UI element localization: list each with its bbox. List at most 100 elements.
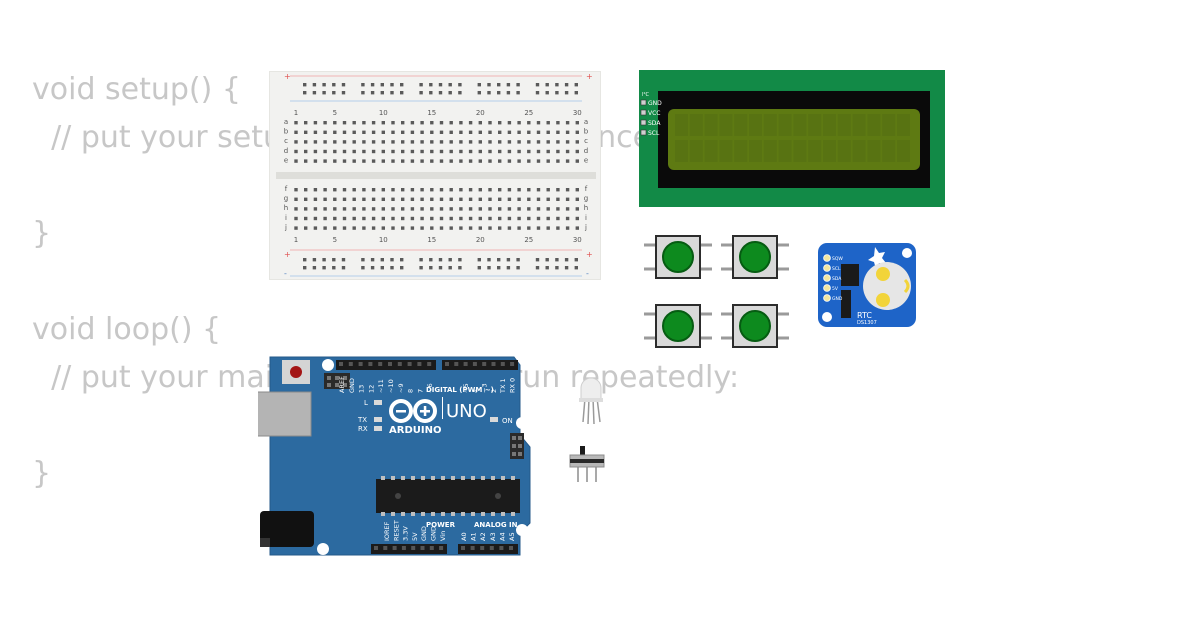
led-graphic xyxy=(579,377,603,425)
push-button-4[interactable] xyxy=(720,302,790,350)
arduino-infinity-icon xyxy=(389,399,437,423)
arduino-pin-label: TX 1 xyxy=(499,378,507,394)
breadboard-row-label: h xyxy=(584,204,588,212)
arduino-digital-label: DIGITAL (PWM ~) xyxy=(426,386,494,394)
arduino-model: UNO xyxy=(446,401,487,422)
rtc-pin-label: SDA xyxy=(832,276,842,282)
arduino-graphic: UNO ARDUINO DIGITAL (PWM ~) ON L TX RX P… xyxy=(255,356,531,556)
push-button-3[interactable] xyxy=(643,302,713,350)
breadboard-row-label: a xyxy=(284,118,288,126)
arduino-on-label: ON xyxy=(502,417,513,425)
rail-sign: - xyxy=(586,269,589,278)
arduino-pin-label: 2 xyxy=(490,389,498,393)
breadboard-col-label: 5 xyxy=(333,236,337,244)
rtc-pin-label: SCL xyxy=(832,266,841,272)
arduino-tx-label: TX xyxy=(357,416,367,424)
rtc-pin-label: SQW xyxy=(832,256,843,262)
arduino-pin-label: RESET xyxy=(392,520,400,541)
breadboard-col-label: 30 xyxy=(573,109,582,117)
arduino-pin-label: GND xyxy=(420,526,428,541)
push-button-graphic xyxy=(721,235,789,279)
breadboard-row-label: c xyxy=(284,137,288,145)
lcd-pin-label: VCC xyxy=(648,110,660,117)
push-button-1[interactable] xyxy=(643,233,713,281)
arduino-pin-label: ~5 xyxy=(462,383,470,393)
breadboard-col-label: 30 xyxy=(573,236,582,244)
arduino-pin-label: ~9 xyxy=(397,383,405,393)
rail-sign: + xyxy=(586,250,593,259)
arduino-pin-label: ~10 xyxy=(387,379,395,393)
breadboard-row-label: e xyxy=(584,156,588,164)
breadboard-col-label: 1 xyxy=(294,109,298,117)
arduino-rx-label: RX xyxy=(358,425,368,433)
arduino-pin-label: 13 xyxy=(358,385,366,393)
breadboard-col-label: 10 xyxy=(379,236,388,244)
arduino-pin-label: GND xyxy=(348,378,356,393)
rail-sign: - xyxy=(284,269,287,278)
breadboard-row-label: i xyxy=(585,214,587,222)
breadboard-row-label: f xyxy=(285,185,288,193)
lcd-pin-header: I²C xyxy=(642,92,649,98)
arduino-pin-label: ~11 xyxy=(377,379,385,393)
push-button-2[interactable] xyxy=(720,233,790,281)
arduino-pin-label: 12 xyxy=(367,385,375,393)
arduino-uno[interactable]: UNO ARDUINO DIGITAL (PWM ~) ON L TX RX P… xyxy=(255,355,533,560)
arduino-analog-label: ANALOG IN xyxy=(474,521,518,529)
breadboard-row-label: j xyxy=(584,223,587,231)
push-button-graphic xyxy=(721,304,789,348)
breadboard-col-label: 15 xyxy=(427,236,436,244)
breadboard-col-label: 20 xyxy=(476,236,485,244)
breadboard-row-label: j xyxy=(284,223,287,231)
arduino-l-label: L xyxy=(364,399,368,407)
rtc-pin-label: GND xyxy=(832,296,843,302)
arduino-brand: ARDUINO xyxy=(389,425,441,436)
slide-switch[interactable] xyxy=(568,446,606,484)
breadboard-row-label: i xyxy=(285,214,287,222)
rail-sign: + xyxy=(284,72,291,81)
lcd-pin-label: SDA xyxy=(648,120,661,127)
breadboard-row-label: h xyxy=(284,204,288,212)
lcd-graphic: I²C GND VCC SDA SCL xyxy=(639,70,945,207)
breadboard-row-label: c xyxy=(584,137,588,145)
breadboard-row-label: b xyxy=(584,128,589,136)
arduino-pin-label: 7 xyxy=(416,389,424,393)
breadboard-row-label: d xyxy=(284,147,288,155)
push-button-graphic xyxy=(644,235,712,279)
breadboard-col-label: 15 xyxy=(427,109,436,117)
breadboard-col-label: 20 xyxy=(476,109,485,117)
arduino-pin-label: GND xyxy=(430,526,438,541)
breadboard-col-label: 5 xyxy=(333,109,337,117)
breadboard-row-label: b xyxy=(284,128,289,136)
switch-graphic xyxy=(569,446,605,482)
breadboard-row-label: g xyxy=(284,195,288,203)
code-line: } xyxy=(32,456,52,491)
lcd-pin-label: SCL xyxy=(648,130,660,137)
breadboard-row-label: g xyxy=(584,195,588,203)
arduino-pin-label: ~3 xyxy=(481,383,489,393)
code-line: } xyxy=(32,216,52,251)
arduino-pin-label: A4 xyxy=(498,532,506,541)
arduino-pin-label: A3 xyxy=(489,532,497,541)
arduino-power-label: POWER xyxy=(426,521,456,529)
arduino-pin-label: A5 xyxy=(508,532,516,541)
arduino-pin-label: AREF xyxy=(338,376,346,393)
breadboard-row-label: d xyxy=(584,147,588,155)
rail-sign: + xyxy=(586,72,593,81)
breadboard-row-label: f xyxy=(585,185,588,193)
rgb-led[interactable] xyxy=(575,377,607,426)
breadboard-col-label: 10 xyxy=(379,109,388,117)
arduino-pin-label: IOREF xyxy=(383,521,391,541)
arduino-pin-label: 3.3V xyxy=(402,526,410,541)
lcd-pin-label: GND xyxy=(648,100,662,107)
star-logo-icon xyxy=(868,247,886,269)
breadboard-row-label: a xyxy=(584,118,588,126)
arduino-pin-label: Vin xyxy=(439,531,447,541)
arduino-pin-label: 8 xyxy=(407,389,415,393)
lcd-display[interactable]: I²C GND VCC SDA SCL xyxy=(639,70,945,207)
code-line: void setup() { xyxy=(32,72,241,107)
arduino-pin-label: 5V xyxy=(411,532,419,541)
